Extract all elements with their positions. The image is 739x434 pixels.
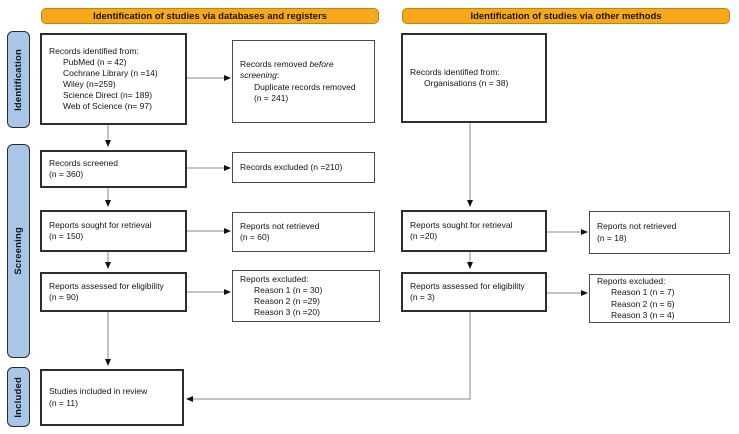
box-title: Records identified from: (49, 45, 139, 56)
arrow-other-assessed-to-included (186, 312, 471, 402)
phase-label-included: Included (7, 367, 30, 427)
reports-assessed-databases-box: Reports assessed for eligibility (n = 90… (40, 272, 187, 312)
records-excluded-box: Records excluded (n =210) (232, 152, 375, 183)
header-other-methods: Identification of studies via other meth… (402, 8, 730, 24)
records-identified-other-box: Records identified from: Organisations (… (401, 33, 547, 123)
reports-not-retrieved-other-box: Reports not retrieved (n = 18) (589, 211, 730, 254)
records-screened-box: Records screened (n = 360) (40, 150, 187, 188)
reports-sought-databases-box: Reports sought for retrieval (n = 150) (40, 210, 187, 252)
box-title: Reports excluded: (240, 273, 309, 284)
reports-excluded-databases-box: Reports excluded: Reason 1 (n = 30) Reas… (232, 270, 380, 322)
phase-label-identification: Identification (7, 31, 30, 128)
reports-not-retrieved-databases-box: Reports not retrieved (n = 60) (232, 212, 375, 252)
box-title: Records identified from: (410, 66, 500, 77)
box-title: Reports excluded: (597, 276, 666, 287)
header-databases-registers: Identification of studies via databases … (41, 8, 379, 24)
phase-label-screening: Screening (7, 144, 30, 358)
reports-assessed-other-box: Reports assessed for eligibility (n = 3) (401, 272, 547, 312)
box-title: Records removed before screening: (240, 59, 334, 81)
reports-excluded-other-box: Reports excluded: Reason 1 (n = 7) Reaso… (589, 274, 730, 323)
records-removed-box: Records removed before screening: Duplic… (232, 40, 375, 123)
studies-included-box: Studies included in review (n = 11) (40, 369, 184, 426)
reports-sought-other-box: Reports sought for retrieval (n =20) (401, 210, 547, 252)
records-identified-databases-box: Records identified from: PubMed (n = 42)… (40, 33, 187, 125)
